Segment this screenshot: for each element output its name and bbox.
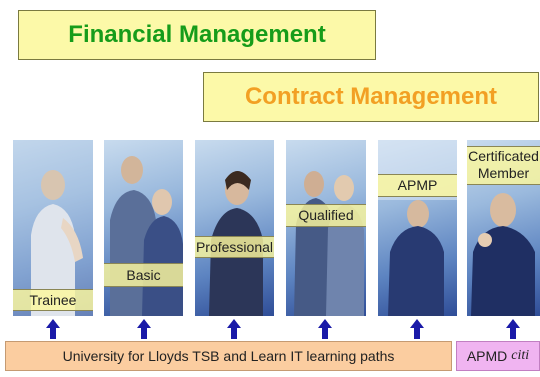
professional-photo — [209, 171, 263, 316]
level-label: Basic — [104, 263, 183, 287]
citi-label: citi — [511, 348, 530, 363]
level-label: Trainee — [13, 289, 93, 311]
level-label: Qualified — [286, 204, 366, 227]
up-arrow-icon — [137, 319, 151, 339]
certificated-member-photo — [471, 193, 535, 316]
contract-management-title: Contract Management — [203, 72, 539, 122]
up-arrow-icon — [410, 319, 424, 339]
level-card-qualified: Qualified — [286, 140, 366, 316]
level-card-certificated-member: Certificated Member — [467, 140, 540, 316]
up-arrow-icon — [506, 319, 520, 339]
level-label-line: Certificated — [468, 148, 539, 164]
financial-management-title: Financial Management — [18, 10, 376, 60]
qualified-photo — [294, 171, 364, 316]
learning-paths-label: University for Lloyds TSB and Learn IT l… — [62, 348, 395, 364]
learning-paths-bar: University for Lloyds TSB and Learn IT l… — [5, 341, 452, 371]
level-card-apmp: APMP — [378, 140, 457, 316]
level-card-basic: Basic — [104, 140, 183, 316]
level-card-trainee: Trainee — [13, 140, 93, 316]
apmd-label: APMD — [466, 348, 508, 364]
level-label-line: Member — [477, 165, 530, 181]
up-arrow-icon — [318, 319, 332, 339]
basic-photo — [110, 156, 183, 316]
level-label: APMP — [378, 174, 457, 197]
trainee-photo — [13, 140, 93, 316]
level-label: Professional — [195, 236, 274, 258]
up-arrow-icon — [46, 319, 60, 339]
level-card-professional: Professional — [195, 140, 274, 316]
up-arrow-icon — [227, 319, 241, 339]
level-label: Certificated Member — [467, 146, 540, 185]
apmp-photo — [378, 140, 457, 316]
